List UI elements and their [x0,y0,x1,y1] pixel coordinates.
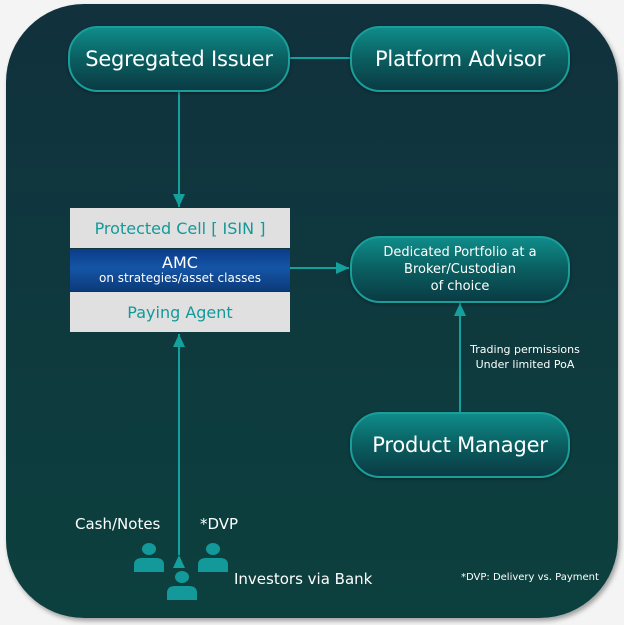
node-platform-advisor: Platform Advisor [350,26,570,92]
investors-label: Investors via Bank [234,570,373,588]
node-segregated-issuer-label: Segregated Issuer [85,47,273,71]
people-group-icon [134,543,228,600]
trading-permissions-label: Trading permissions Under limited PoA [466,342,584,372]
dvp-footnote: *DVP: Delivery vs. Payment [461,572,599,583]
trading-permissions-line-1: Trading permissions [470,343,580,356]
protected-cell-label: Protected Cell [ ISIN ] [94,218,266,238]
portfolio-line-1: Dedicated Portfolio at a [383,245,537,260]
node-product-manager-label: Product Manager [372,433,548,457]
paying-agent-label: Paying Agent [127,302,233,322]
node-platform-advisor-label: Platform Advisor [374,47,546,71]
node-dedicated-portfolio: Dedicated Portfolio at a Broker/Custodia… [350,236,570,303]
portfolio-line-2: Broker/Custodian [404,262,516,277]
trading-permissions-line-2: Under limited PoA [475,358,575,371]
portfolio-line-3: of choice [430,279,490,294]
node-protected-cell: Protected Cell [ ISIN ] [70,208,290,248]
dvp-label: *DVP [200,515,239,533]
person-icon [198,543,228,572]
node-amc: AMC on strategies/asset classes [70,249,290,291]
node-paying-agent: Paying Agent [70,292,290,332]
node-segregated-issuer: Segregated Issuer [68,26,290,92]
node-product-manager: Product Manager [350,412,570,478]
person-icon [134,543,164,572]
amc-title: AMC [162,252,198,272]
cash-notes-label: Cash/Notes [75,515,161,533]
amc-subtitle: on strategies/asset classes [99,271,261,286]
person-icon [167,571,197,600]
